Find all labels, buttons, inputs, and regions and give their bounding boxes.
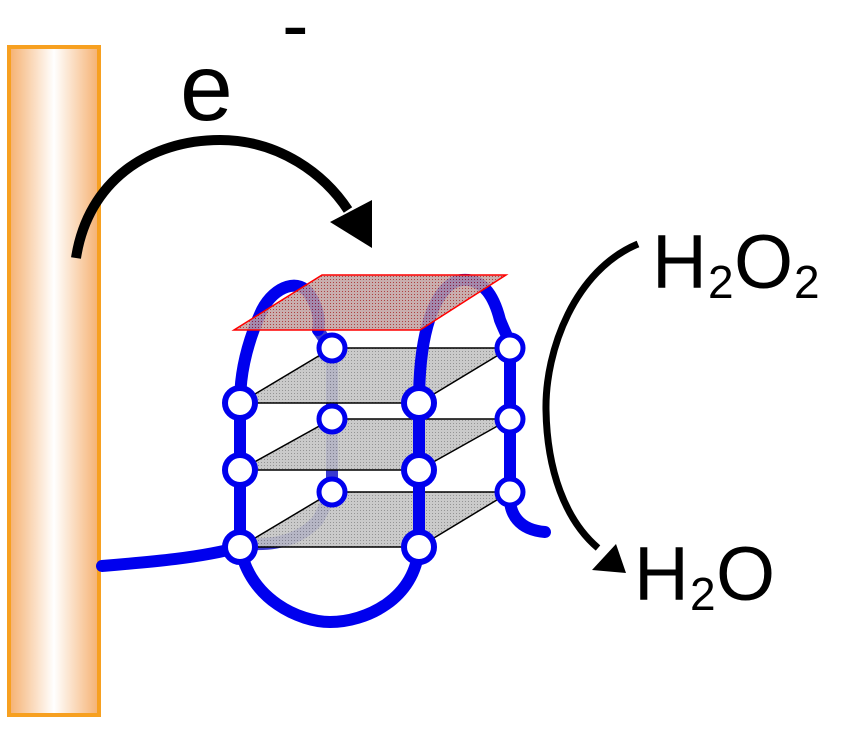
guanine-node — [222, 452, 258, 488]
g-quartet-planes — [237, 347, 513, 548]
guanine-node — [401, 385, 437, 421]
product-o: O — [716, 532, 775, 617]
guanine-node — [316, 332, 348, 364]
electron-transfer-arrow — [71, 134, 372, 259]
electron-symbol: e — [180, 35, 233, 141]
electrode — [7, 45, 101, 717]
dna-bottom-loop — [234, 541, 425, 628]
product-label: H 2 O — [634, 532, 775, 620]
reactant-label: H 2 O 2 — [652, 220, 820, 308]
hemin-plane — [231, 274, 509, 331]
reactant-sub-2b: 2 — [794, 256, 820, 308]
guanine-node — [222, 385, 258, 421]
g-quartet-plane-1 — [237, 347, 513, 404]
reactant-h: H — [652, 220, 707, 305]
guanine-node — [222, 529, 258, 565]
reactant-o: O — [734, 220, 793, 305]
g-quartet-plane-2 — [237, 418, 513, 471]
dna-linker — [96, 541, 246, 572]
guanine-node — [401, 452, 437, 488]
guanine-nodes — [222, 385, 437, 565]
guanine-node — [494, 403, 526, 435]
product-sub-2: 2 — [690, 568, 716, 620]
arrowhead-icon — [592, 544, 626, 573]
product-h: H — [634, 532, 689, 617]
arrowhead-icon — [330, 200, 372, 248]
guanine-node — [401, 529, 437, 565]
guanine-node — [494, 332, 526, 364]
g-quartet-plane-3 — [237, 491, 513, 548]
guanine-nodes-back — [316, 332, 526, 508]
reactant-sub-2a: 2 — [708, 256, 734, 308]
guanine-node — [494, 476, 526, 508]
catalysis-arrow — [542, 240, 640, 573]
electron-charge: - — [282, 0, 309, 69]
guanine-node — [316, 403, 348, 435]
guanine-node — [316, 476, 348, 508]
